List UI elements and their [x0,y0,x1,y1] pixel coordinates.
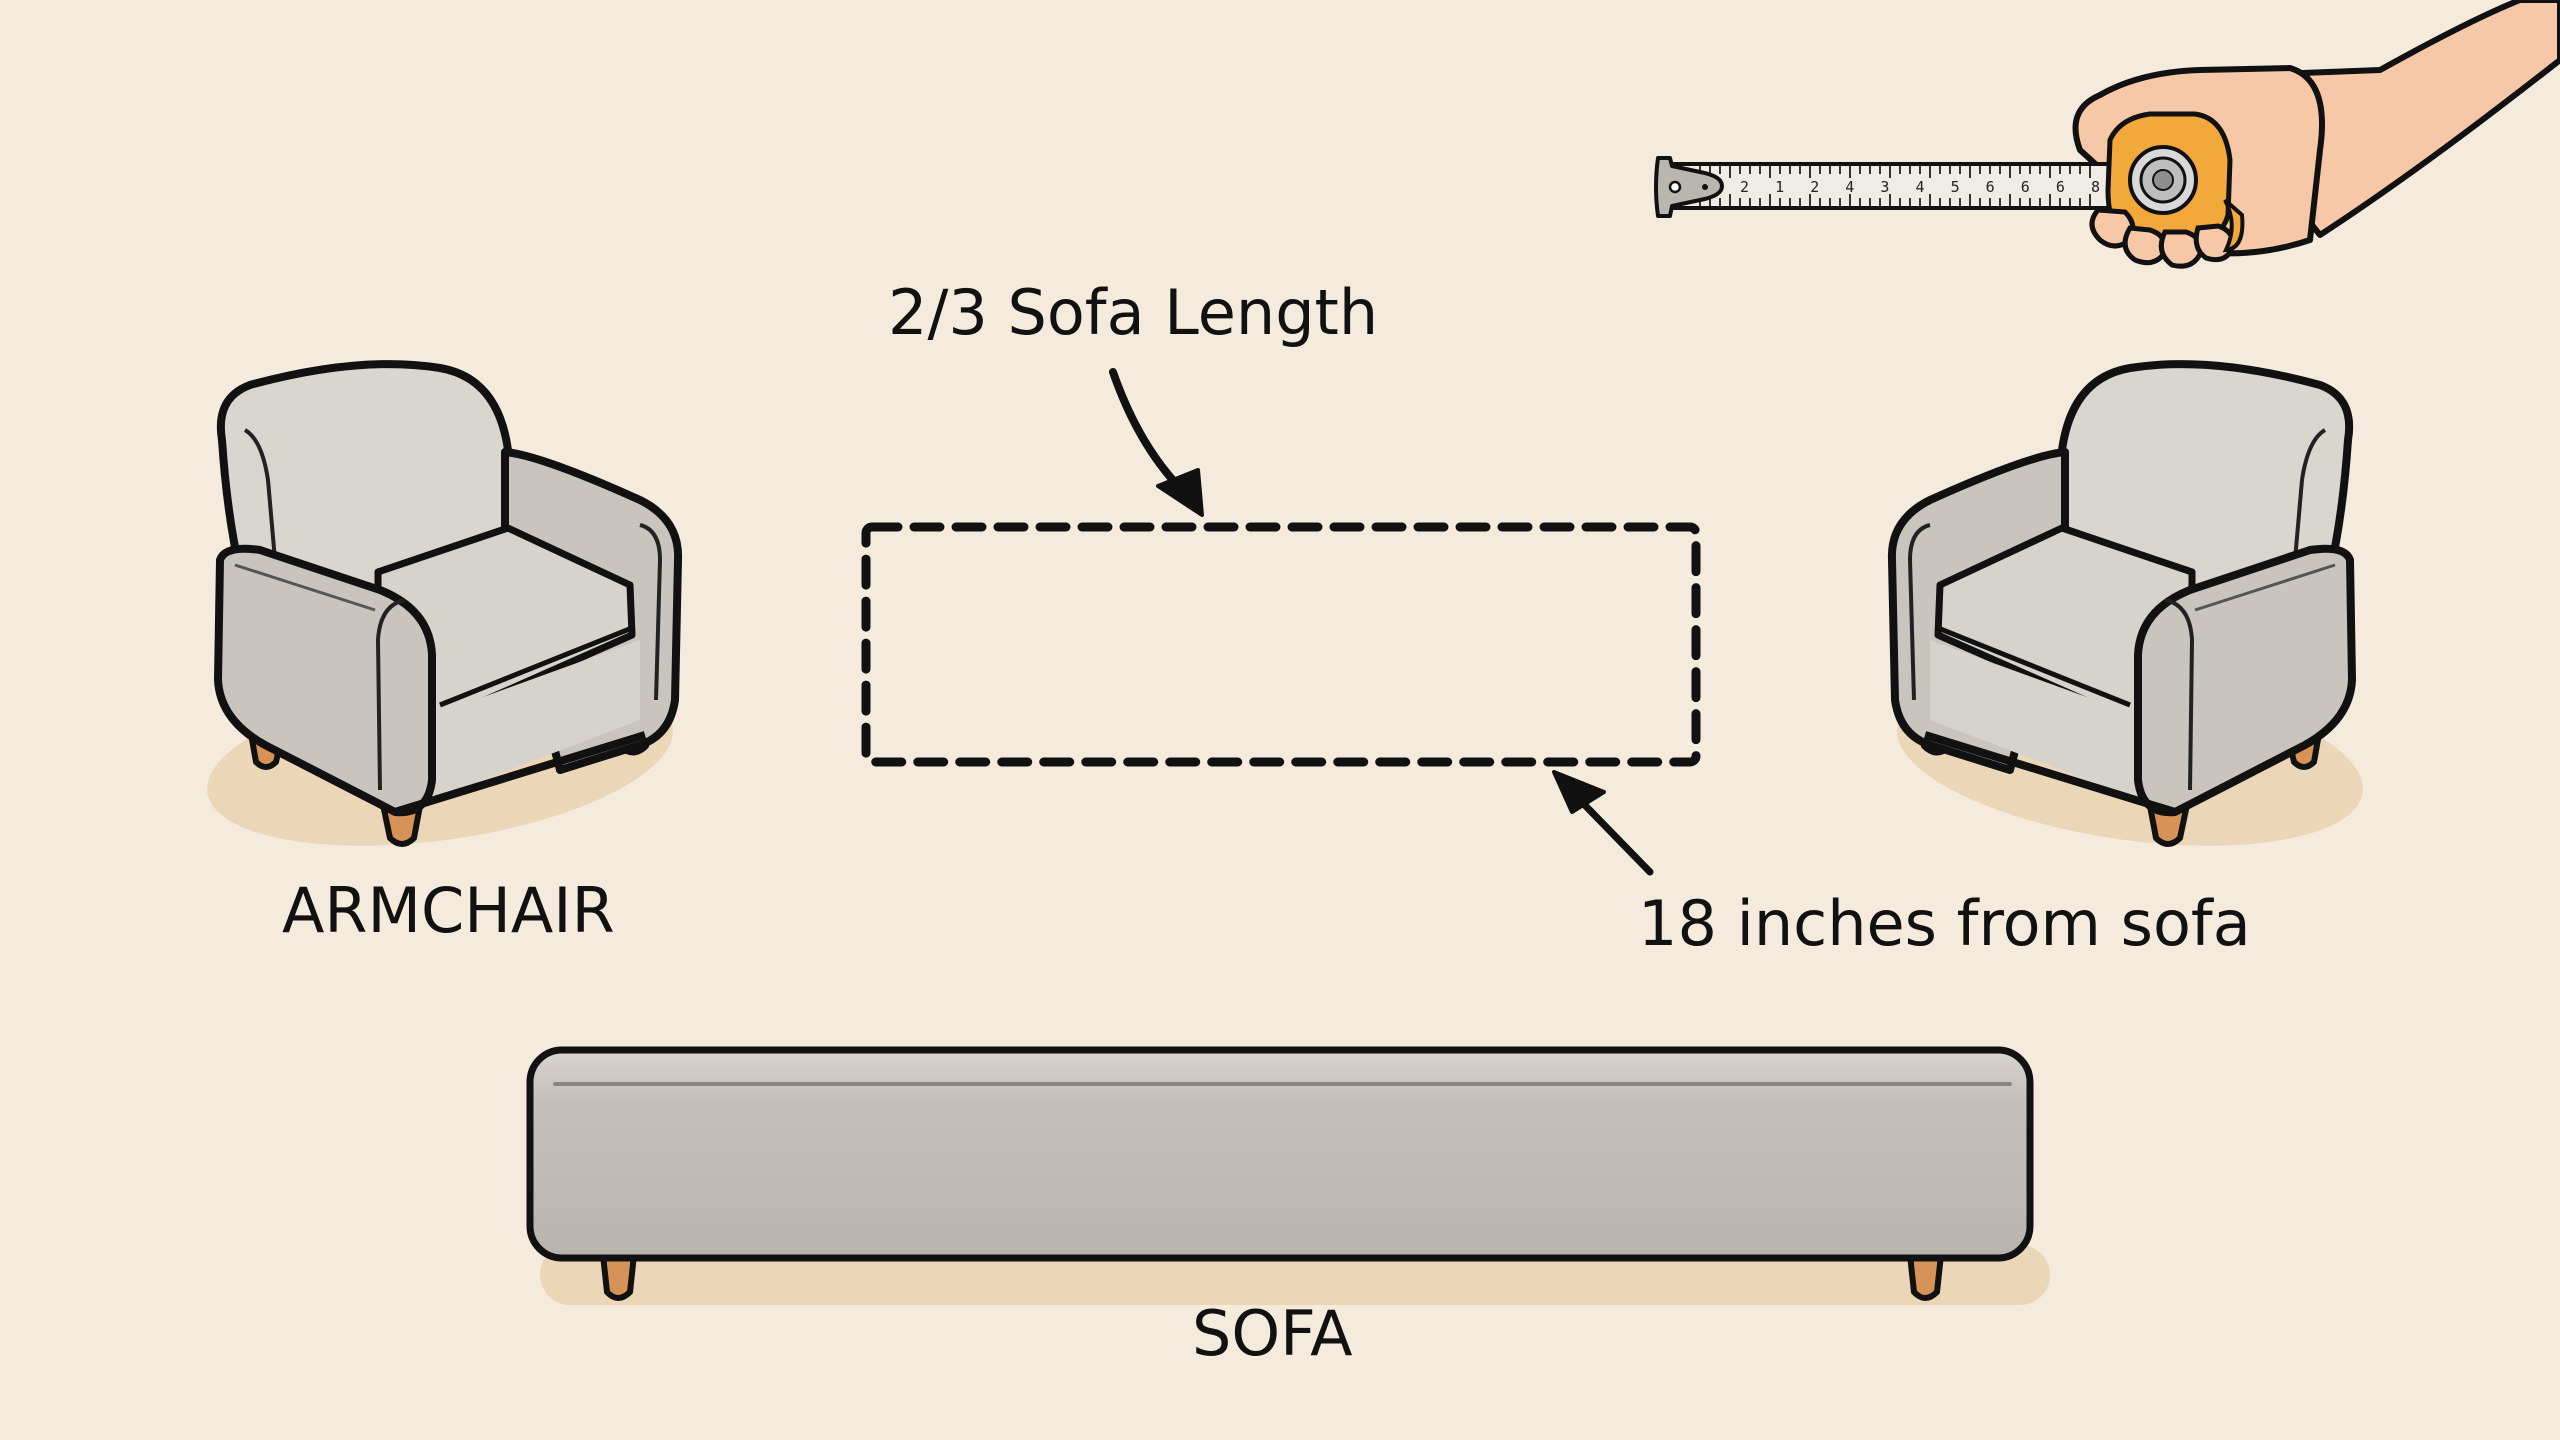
armchair-left [207,360,683,847]
tape-blade [1661,162,2115,210]
tape-number: 6 [1985,178,1995,196]
coffee-table-outline [861,522,1701,767]
tape-number: 1 [1775,178,1785,196]
tape-number: 5 [1950,178,1960,196]
armchair-right [1887,360,2363,847]
coffee-table-width-label: 2/3 Sofa Length [888,276,1379,349]
tape-number: 6 [2055,178,2065,196]
coffee-table-distance-label: 18 inches from sofa [1638,887,2251,960]
tape-number: 4 [1845,178,1855,196]
tape-number: 4 [1915,178,1925,196]
arrow-to-table-bottom [1552,770,1654,876]
armchair-label: ARMCHAIR [282,874,615,947]
tape-numbers: 2 1 2 4 3 4 5 6 6 6 8 [1740,178,2100,196]
arrow-to-table-top [1109,368,1204,517]
tape-number: 2 [1740,178,1750,196]
tape-measure-hand [1654,0,2560,269]
tape-number: 6 [2020,178,2030,196]
tape-number: 8 [2090,178,2100,196]
sofa [526,1046,2050,1305]
tape-number: 3 [1880,178,1890,196]
sofa-label: SOFA [1192,1297,1353,1370]
tape-number: 2 [1810,178,1820,196]
